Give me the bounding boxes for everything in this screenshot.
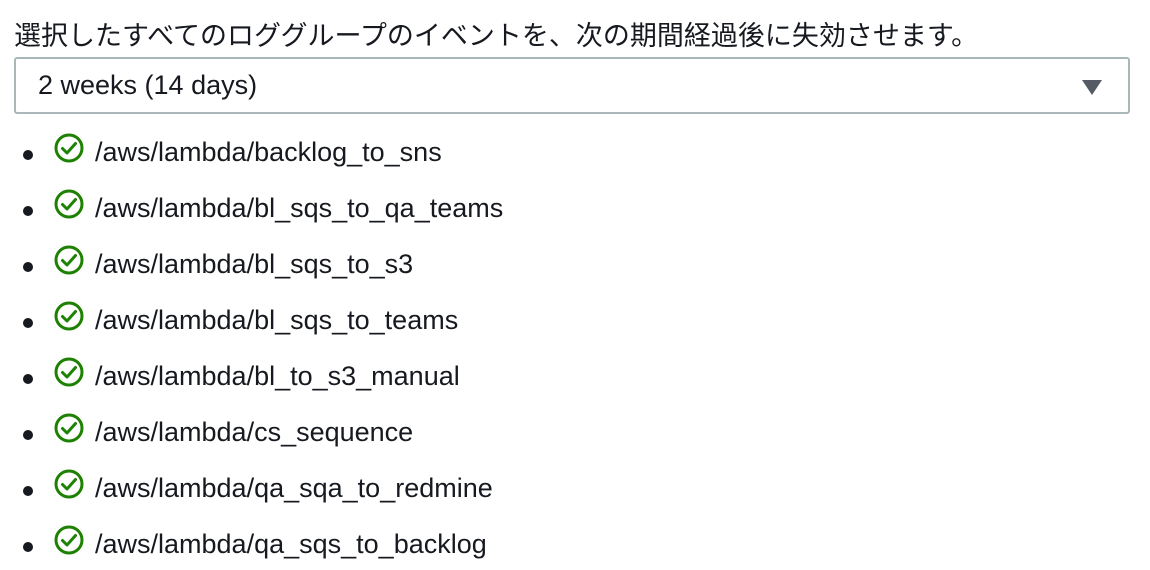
log-group-name: /aws/lambda/cs_sequence — [95, 417, 414, 447]
list-item: /aws/lambda/qa_sqs_to_backlog — [0, 516, 700, 570]
log-group-list: /aws/lambda/backlog_to_sns /aws/lambda/b… — [0, 124, 700, 570]
retention-description: 選択したすべてのロググループのイベントを、次の期間経過後に失効させます。 — [14, 21, 979, 51]
list-item: /aws/lambda/bl_sqs_to_teams — [0, 292, 700, 348]
bullet — [23, 542, 33, 552]
log-group-name: /aws/lambda/qa_sqa_to_redmine — [95, 473, 493, 503]
log-group-name: /aws/lambda/bl_sqs_to_teams — [95, 305, 459, 335]
log-group-name: /aws/lambda/backlog_to_sns — [95, 137, 442, 167]
log-group-name: /aws/lambda/qa_sqs_to_backlog — [95, 529, 487, 559]
bullet — [23, 206, 33, 216]
check-circle-icon — [54, 133, 84, 163]
check-circle-icon — [54, 413, 84, 443]
bullet — [23, 374, 33, 384]
check-circle-icon — [54, 301, 84, 331]
list-item: /aws/lambda/backlog_to_sns — [0, 124, 700, 180]
check-circle-icon — [54, 357, 84, 387]
retention-period-value: 2 weeks (14 days) — [38, 70, 258, 100]
check-circle-icon — [54, 189, 84, 219]
log-group-name: /aws/lambda/bl_sqs_to_s3 — [95, 249, 414, 279]
bullet — [23, 150, 33, 160]
retention-period-select[interactable]: 2 weeks (14 days) — [14, 57, 1130, 114]
check-circle-icon — [54, 525, 84, 555]
list-item: /aws/lambda/bl_sqs_to_s3 — [0, 236, 700, 292]
list-item: /aws/lambda/bl_sqs_to_qa_teams — [0, 180, 700, 236]
bullet — [23, 262, 33, 272]
bullet — [23, 486, 33, 496]
caret-down-icon — [1082, 80, 1102, 95]
log-group-name: /aws/lambda/bl_to_s3_manual — [95, 361, 460, 391]
log-group-name: /aws/lambda/bl_sqs_to_qa_teams — [95, 193, 504, 223]
check-circle-icon — [54, 245, 84, 275]
bullet — [23, 318, 33, 328]
list-item: /aws/lambda/qa_sqa_to_redmine — [0, 460, 700, 516]
bullet — [23, 430, 33, 440]
list-item: /aws/lambda/cs_sequence — [0, 404, 700, 460]
check-circle-icon — [54, 469, 84, 499]
list-item: /aws/lambda/bl_to_s3_manual — [0, 348, 700, 404]
